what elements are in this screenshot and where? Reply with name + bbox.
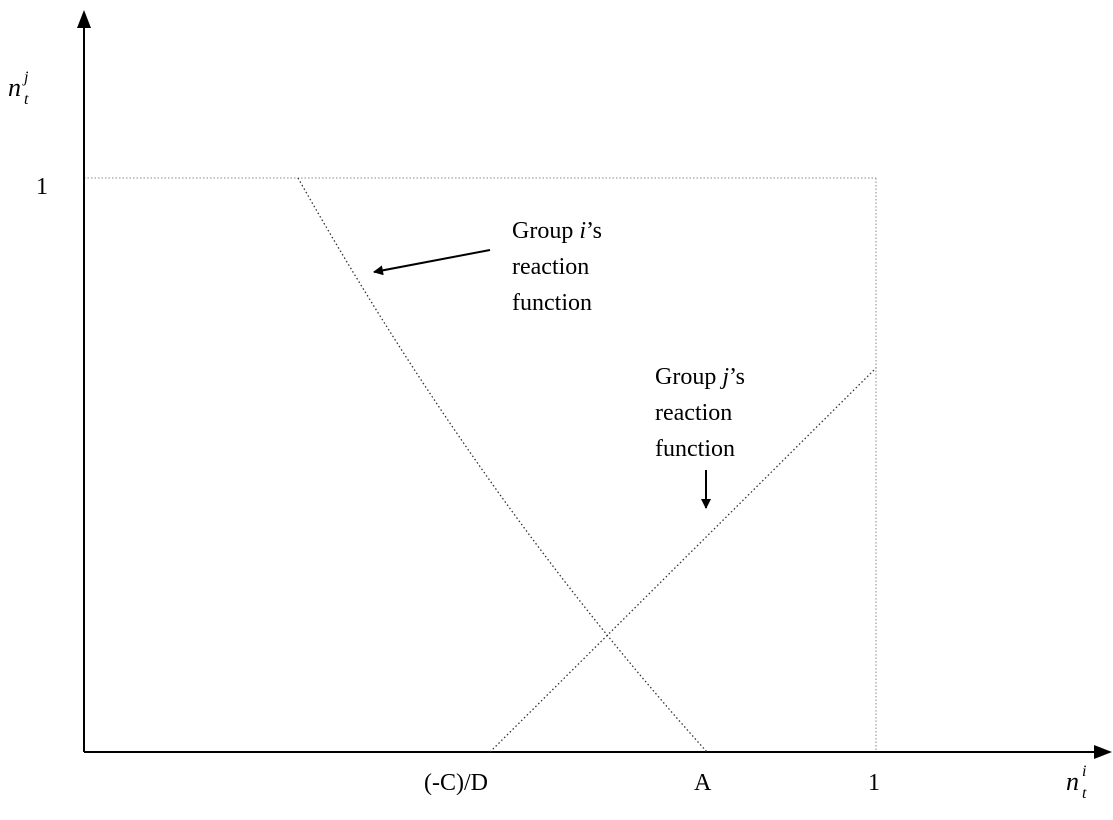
svg-text:n: n [8, 73, 21, 102]
svg-text:i: i [1082, 763, 1086, 780]
x-axis-arrowhead [1094, 745, 1112, 759]
svg-text:t: t [1082, 785, 1087, 802]
group-j-reaction-curve [489, 367, 877, 753]
svg-text:function: function [512, 290, 592, 316]
group-j-annotation: Group j’s reaction function [655, 364, 745, 462]
svg-text:reaction: reaction [512, 254, 589, 280]
y-axis-arrowhead [77, 10, 91, 28]
x-axis-label: n i t [1066, 763, 1087, 802]
y-tick-1: 1 [36, 174, 48, 200]
x-tick-a: A [694, 770, 712, 796]
y-axis-label: n j t [8, 69, 29, 108]
svg-text:n: n [1066, 767, 1079, 796]
x-tick-cd: (-C)/D [424, 770, 488, 796]
group-i-pointer-arrow [373, 249, 491, 276]
svg-text:function: function [655, 436, 735, 462]
svg-text:Group j’s: Group j’s [655, 364, 745, 390]
svg-text:j: j [22, 69, 29, 86]
group-i-reaction-curve [297, 177, 708, 753]
svg-text:Group i’s: Group i’s [512, 218, 602, 244]
svg-text:t: t [24, 91, 29, 108]
x-tick-1: 1 [868, 770, 880, 796]
group-i-annotation: Group i’s reaction function [512, 218, 602, 316]
svg-text:reaction: reaction [655, 400, 732, 426]
